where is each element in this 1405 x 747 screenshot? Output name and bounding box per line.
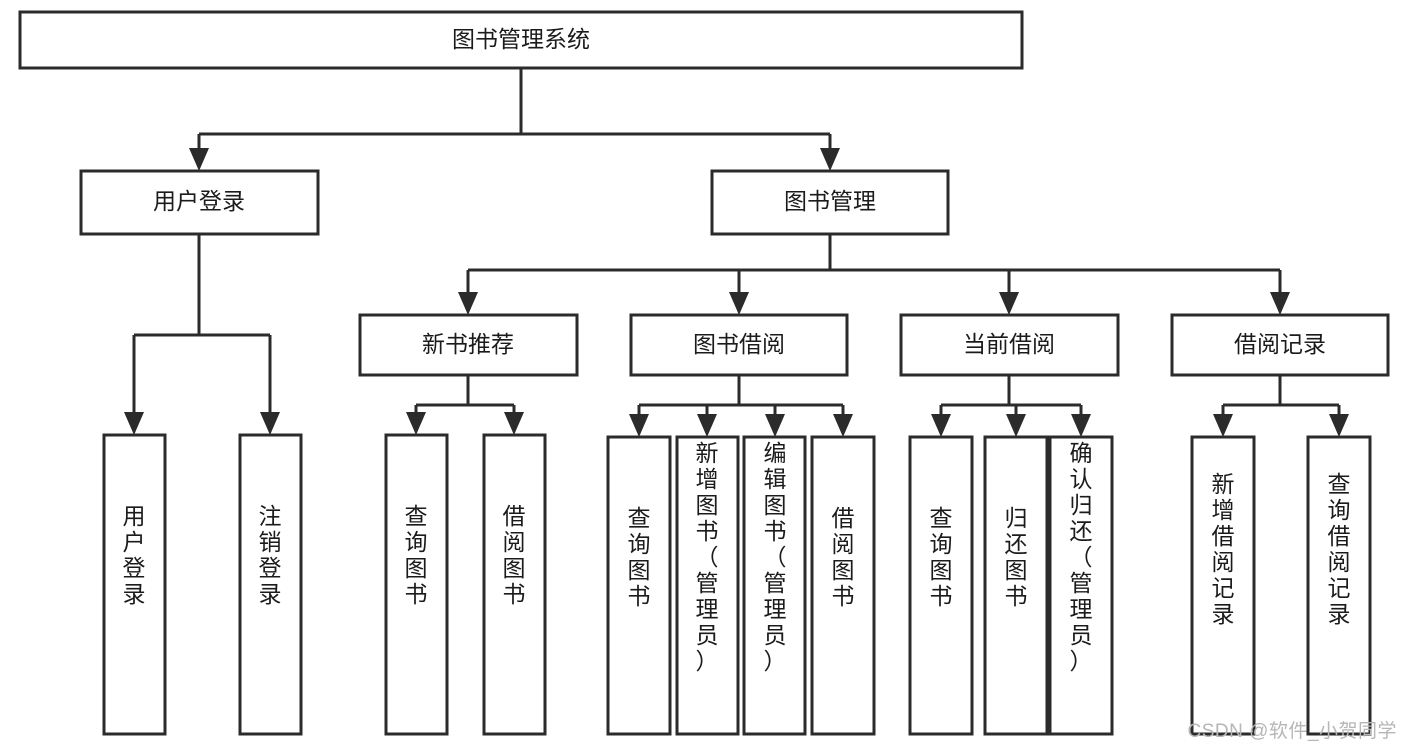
node-new-book-recommend[interactable]: 新书推荐 <box>358 313 579 377</box>
node-leaf-confirm-return-box[interactable] <box>1048 435 1114 736</box>
node-leaf-query-book-1-box[interactable] <box>384 433 449 736</box>
node-leaf-borrow-book-1[interactable]: 借阅图书 <box>482 433 547 736</box>
node-leaf-borrow-book-2[interactable]: 借阅图书 <box>810 435 876 736</box>
node-leaf-user-login[interactable]: 用户登录 <box>102 433 167 736</box>
arrow-leaf-borrow-book-2 <box>833 414 853 437</box>
node-leaf-confirm-return-label: 确认归还（管理员） <box>1070 440 1093 674</box>
csdn-watermark: CSDN @软件_小贺同学 <box>1187 721 1397 742</box>
node-root-box[interactable] <box>18 10 1024 70</box>
node-leaf-add-book-label: 新增图书（管理员） <box>696 440 719 674</box>
node-borrow-record-label: 借阅记录 <box>1234 331 1326 357</box>
arrow-leaf-query-record <box>1329 414 1349 437</box>
node-leaf-edit-book-label: 编辑图书（管理员） <box>764 440 787 674</box>
arrow-leaf-confirm-return <box>1071 414 1091 437</box>
node-leaf-logout-label: 注销登录 <box>259 503 282 607</box>
node-user-login[interactable]: 用户登录 <box>79 169 320 236</box>
node-book-manage[interactable]: 图书管理 <box>710 169 950 236</box>
node-leaf-return-book-label: 归还图书 <box>1005 505 1028 609</box>
node-book-borrow[interactable]: 图书借阅 <box>629 313 849 377</box>
node-leaf-return-book-box[interactable] <box>983 435 1049 736</box>
node-leaf-query-book-3-label: 查询图书 <box>930 505 953 609</box>
arrow-leaf-borrow-book-1 <box>504 412 524 435</box>
node-leaf-borrow-book-2-label: 借阅图书 <box>832 505 855 609</box>
node-leaf-add-record[interactable]: 新增借阅记录 <box>1190 435 1256 736</box>
node-new-book-recommend-label: 新书推荐 <box>422 331 514 357</box>
arrow-borrow-record <box>1270 292 1290 315</box>
node-new-book-recommend-box[interactable] <box>358 313 579 377</box>
arrow-leaf-query-book-1 <box>406 412 426 435</box>
arrow-leaf-add-record <box>1213 414 1233 437</box>
node-leaf-logout-box[interactable] <box>238 433 303 736</box>
node-leaf-borrow-book-2-box[interactable] <box>810 435 876 736</box>
arrow-leaf-edit-book <box>765 414 785 437</box>
node-root[interactable]: 图书管理系统 <box>18 10 1024 70</box>
connector-layer <box>124 68 1349 437</box>
node-leaf-confirm-return[interactable]: 确认归还（管理员） <box>1048 435 1114 736</box>
node-leaf-query-book-1-label: 查询图书 <box>405 503 428 607</box>
node-current-borrow[interactable]: 当前借阅 <box>899 313 1120 377</box>
node-leaf-add-record-label: 新增借阅记录 <box>1212 471 1235 627</box>
node-leaf-query-book-1[interactable]: 查询图书 <box>384 433 449 736</box>
node-leaf-return-book[interactable]: 归还图书 <box>983 435 1049 736</box>
node-borrow-record[interactable]: 借阅记录 <box>1170 313 1390 377</box>
node-leaf-query-record[interactable]: 查询借阅记录 <box>1306 435 1372 736</box>
node-user-login-label: 用户登录 <box>153 188 245 214</box>
node-leaf-logout[interactable]: 注销登录 <box>238 433 303 736</box>
node-leaf-user-login-box[interactable] <box>102 433 167 736</box>
arrow-leaf-return-book <box>1006 414 1026 437</box>
node-borrow-record-box[interactable] <box>1170 313 1390 377</box>
node-current-borrow-box[interactable] <box>899 313 1120 377</box>
node-leaf-query-record-box[interactable] <box>1306 435 1372 736</box>
arrow-user-login <box>189 148 209 171</box>
arrow-leaf-logout <box>260 412 280 435</box>
node-current-borrow-label: 当前借阅 <box>963 331 1055 357</box>
node-leaf-query-book-2[interactable]: 查询图书 <box>606 435 672 736</box>
node-leaf-borrow-book-1-label: 借阅图书 <box>503 503 526 607</box>
arrow-leaf-add-book <box>697 414 717 437</box>
node-leaf-add-record-box[interactable] <box>1190 435 1256 736</box>
node-leaf-query-book-3-box[interactable] <box>908 435 974 736</box>
node-book-borrow-label: 图书借阅 <box>693 331 785 357</box>
node-leaf-edit-book-box[interactable] <box>742 435 807 736</box>
node-leaf-edit-book[interactable]: 编辑图书（管理员） <box>742 435 807 736</box>
node-leaf-add-book[interactable]: 新增图书（管理员） <box>675 435 740 736</box>
arrow-leaf-query-book-3 <box>931 414 951 437</box>
node-root-label: 图书管理系统 <box>452 26 590 52</box>
node-book-manage-label: 图书管理 <box>784 188 876 214</box>
arrow-new-book-recommend <box>458 292 478 315</box>
node-leaf-query-book-2-box[interactable] <box>606 435 672 736</box>
node-leaf-query-book-2-label: 查询图书 <box>628 505 651 609</box>
arrow-book-borrow <box>729 292 749 315</box>
node-book-manage-box[interactable] <box>710 169 950 236</box>
arrow-book-manage <box>820 148 840 171</box>
node-leaf-borrow-book-1-box[interactable] <box>482 433 547 736</box>
node-leaf-query-book-3[interactable]: 查询图书 <box>908 435 974 736</box>
arrow-current-borrow <box>999 292 1019 315</box>
node-user-login-box[interactable] <box>79 169 320 236</box>
node-leaf-query-record-label: 查询借阅记录 <box>1328 471 1351 627</box>
arrow-leaf-query-book-2 <box>629 414 649 437</box>
arrow-leaf-user-login <box>124 412 144 435</box>
node-leaf-add-book-box[interactable] <box>675 435 740 736</box>
node-book-borrow-box[interactable] <box>629 313 849 377</box>
node-leaf-user-login-label: 用户登录 <box>123 503 146 607</box>
